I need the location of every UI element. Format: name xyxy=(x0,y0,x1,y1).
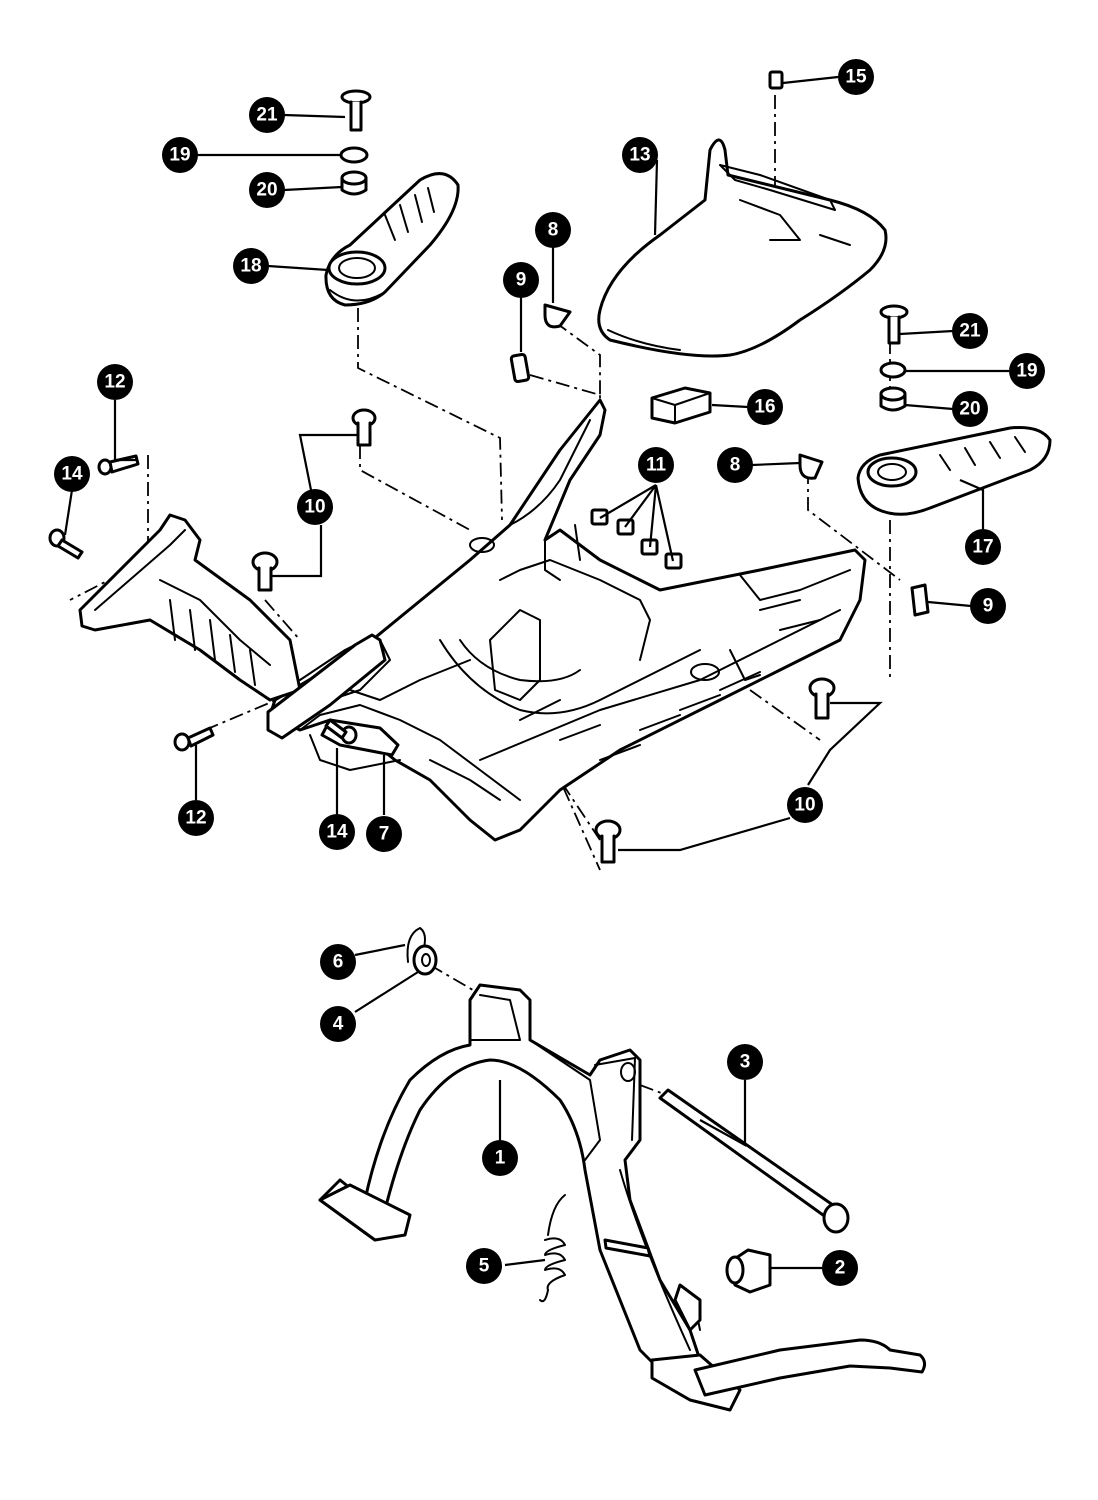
stand-stopper-2 xyxy=(725,1248,772,1294)
center-stand-1 xyxy=(318,983,927,1412)
svg-text:16: 16 xyxy=(754,397,775,418)
callout-11: 11 xyxy=(638,447,674,483)
pivot-pin-3 xyxy=(658,1088,850,1234)
screw-12-top xyxy=(97,454,140,476)
callout-18: 18 xyxy=(233,248,269,284)
rubber-block-16 xyxy=(650,386,712,425)
footrest-left xyxy=(324,172,460,307)
svg-text:9: 9 xyxy=(516,270,527,291)
callout-20-left: 20 xyxy=(249,172,285,208)
washer-19-left xyxy=(339,146,369,164)
svg-text:8: 8 xyxy=(730,455,741,476)
svg-text:21: 21 xyxy=(959,321,981,342)
svg-text:6: 6 xyxy=(333,952,344,973)
callout-6: 6 xyxy=(320,944,356,980)
clip-8-mid xyxy=(798,453,824,480)
washer-19-right xyxy=(879,361,907,379)
callout-4: 4 xyxy=(320,1006,356,1042)
callout-21-right: 21 xyxy=(952,313,988,349)
floor-frame-7 xyxy=(268,398,867,842)
svg-text:10: 10 xyxy=(794,795,815,816)
svg-text:19: 19 xyxy=(169,145,190,166)
svg-text:3: 3 xyxy=(740,1052,751,1073)
callout-21-left: 21 xyxy=(249,97,285,133)
clip-nuts-11 xyxy=(590,508,683,570)
callout-12-bottom: 12 xyxy=(178,800,214,836)
nut-9-top xyxy=(509,352,531,384)
callout-8-mid: 8 xyxy=(717,447,753,483)
svg-text:8: 8 xyxy=(548,220,559,241)
frame-bracket-front xyxy=(266,633,387,740)
callout-3: 3 xyxy=(727,1044,763,1080)
callout-10-right: 10 xyxy=(787,787,823,823)
nut-9-right xyxy=(910,583,930,617)
callout-1: 1 xyxy=(482,1140,518,1176)
bolt-14-top xyxy=(48,528,84,560)
screw-21-left xyxy=(340,89,372,132)
screw-12-bottom xyxy=(173,726,215,752)
svg-text:12: 12 xyxy=(185,808,206,829)
callout-15: 15 xyxy=(838,59,874,95)
svg-text:18: 18 xyxy=(240,256,261,277)
bolt-10-right xyxy=(808,677,836,720)
svg-text:9: 9 xyxy=(983,596,994,617)
grommet-20-left xyxy=(340,170,368,196)
svg-text:12: 12 xyxy=(104,372,125,393)
callout-9-right: 9 xyxy=(970,588,1006,624)
side-bracket-left xyxy=(78,513,302,702)
floor-cover-13 xyxy=(597,138,888,358)
callout-13: 13 xyxy=(622,137,658,173)
clip-15 xyxy=(768,70,784,90)
callout-2: 2 xyxy=(822,1250,858,1286)
callout-19-left: 19 xyxy=(162,137,198,173)
bolt-10-mid xyxy=(251,551,279,592)
callout-8-top: 8 xyxy=(535,212,571,248)
leader-lines xyxy=(63,75,1009,1270)
svg-text:11: 11 xyxy=(646,455,667,476)
callout-17: 17 xyxy=(965,529,1001,565)
svg-text:21: 21 xyxy=(256,105,278,126)
bolt-10-top xyxy=(351,408,377,447)
svg-text:19: 19 xyxy=(1016,361,1037,382)
callout-19-right: 19 xyxy=(1009,353,1045,389)
footrest-right xyxy=(856,426,1052,516)
spring-5 xyxy=(539,1194,566,1303)
svg-text:2: 2 xyxy=(835,1258,846,1279)
clip-8-top xyxy=(543,303,572,329)
washer-4 xyxy=(412,944,438,976)
callout-5: 5 xyxy=(466,1248,502,1284)
callout-7: 7 xyxy=(366,816,402,852)
svg-text:17: 17 xyxy=(972,537,993,558)
svg-text:5: 5 xyxy=(479,1256,490,1277)
screw-21-right xyxy=(879,304,909,345)
svg-text:13: 13 xyxy=(629,145,650,166)
svg-text:14: 14 xyxy=(61,464,83,485)
callout-14-top: 14 xyxy=(54,456,90,492)
svg-text:4: 4 xyxy=(333,1014,344,1035)
callout-10-left: 10 xyxy=(297,489,333,525)
svg-text:20: 20 xyxy=(959,399,980,420)
callout-9-top: 9 xyxy=(503,262,539,298)
svg-text:14: 14 xyxy=(326,822,348,843)
bolt-10-bottom xyxy=(594,819,622,864)
svg-text:10: 10 xyxy=(304,497,325,518)
callout-16: 16 xyxy=(747,389,783,425)
svg-text:7: 7 xyxy=(379,824,390,845)
bolt-14-bottom xyxy=(324,718,358,745)
svg-text:20: 20 xyxy=(256,180,277,201)
svg-text:15: 15 xyxy=(845,67,867,88)
stand-pin xyxy=(603,1238,652,1258)
callout-12-top: 12 xyxy=(97,364,133,400)
grommet-20-right xyxy=(879,386,907,412)
svg-text:1: 1 xyxy=(495,1148,506,1169)
callout-20-right: 20 xyxy=(952,391,988,427)
callout-14-bottom: 14 xyxy=(319,814,355,850)
